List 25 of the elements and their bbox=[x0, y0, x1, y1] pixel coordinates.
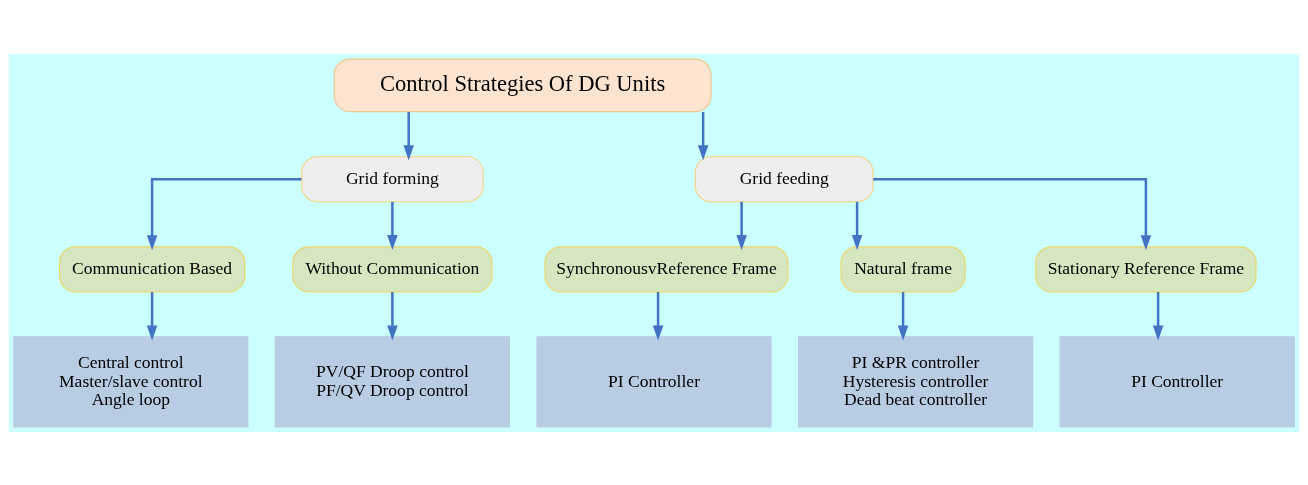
arrow bbox=[1152, 291, 1164, 341]
arrow bbox=[403, 111, 414, 160]
node-box: Natural frame bbox=[840, 245, 966, 292]
node-box: Without Communication bbox=[292, 245, 493, 292]
arrow bbox=[873, 177, 1152, 250]
node-box: PV/QF Droop control PF/QV Droop control bbox=[274, 335, 511, 428]
node-box: PI &PR controller Hysteresis controller Dead beat controller bbox=[797, 335, 1034, 428]
arrow bbox=[697, 111, 709, 160]
node-box: Central control Master/slave control Angle loop bbox=[13, 335, 249, 428]
node-box: Control Strategies Of DG Units bbox=[333, 57, 712, 112]
node-box: PI Controller bbox=[1059, 335, 1295, 428]
arrow bbox=[652, 291, 664, 341]
node-box: Communication Based bbox=[58, 245, 246, 292]
arrow bbox=[387, 291, 398, 341]
arrow bbox=[387, 201, 398, 250]
node-box: SynchronousvReference Frame bbox=[544, 245, 789, 292]
node-box: Stationary Reference Frame bbox=[1035, 245, 1257, 292]
arrow bbox=[146, 177, 302, 250]
arrow bbox=[146, 291, 158, 341]
node-box: Grid forming bbox=[301, 155, 484, 202]
arrow bbox=[897, 291, 909, 341]
node-box: PI Controller bbox=[536, 335, 772, 428]
arrow bbox=[851, 201, 863, 250]
node-box: Grid feeding bbox=[694, 155, 874, 202]
arrow bbox=[736, 201, 747, 250]
